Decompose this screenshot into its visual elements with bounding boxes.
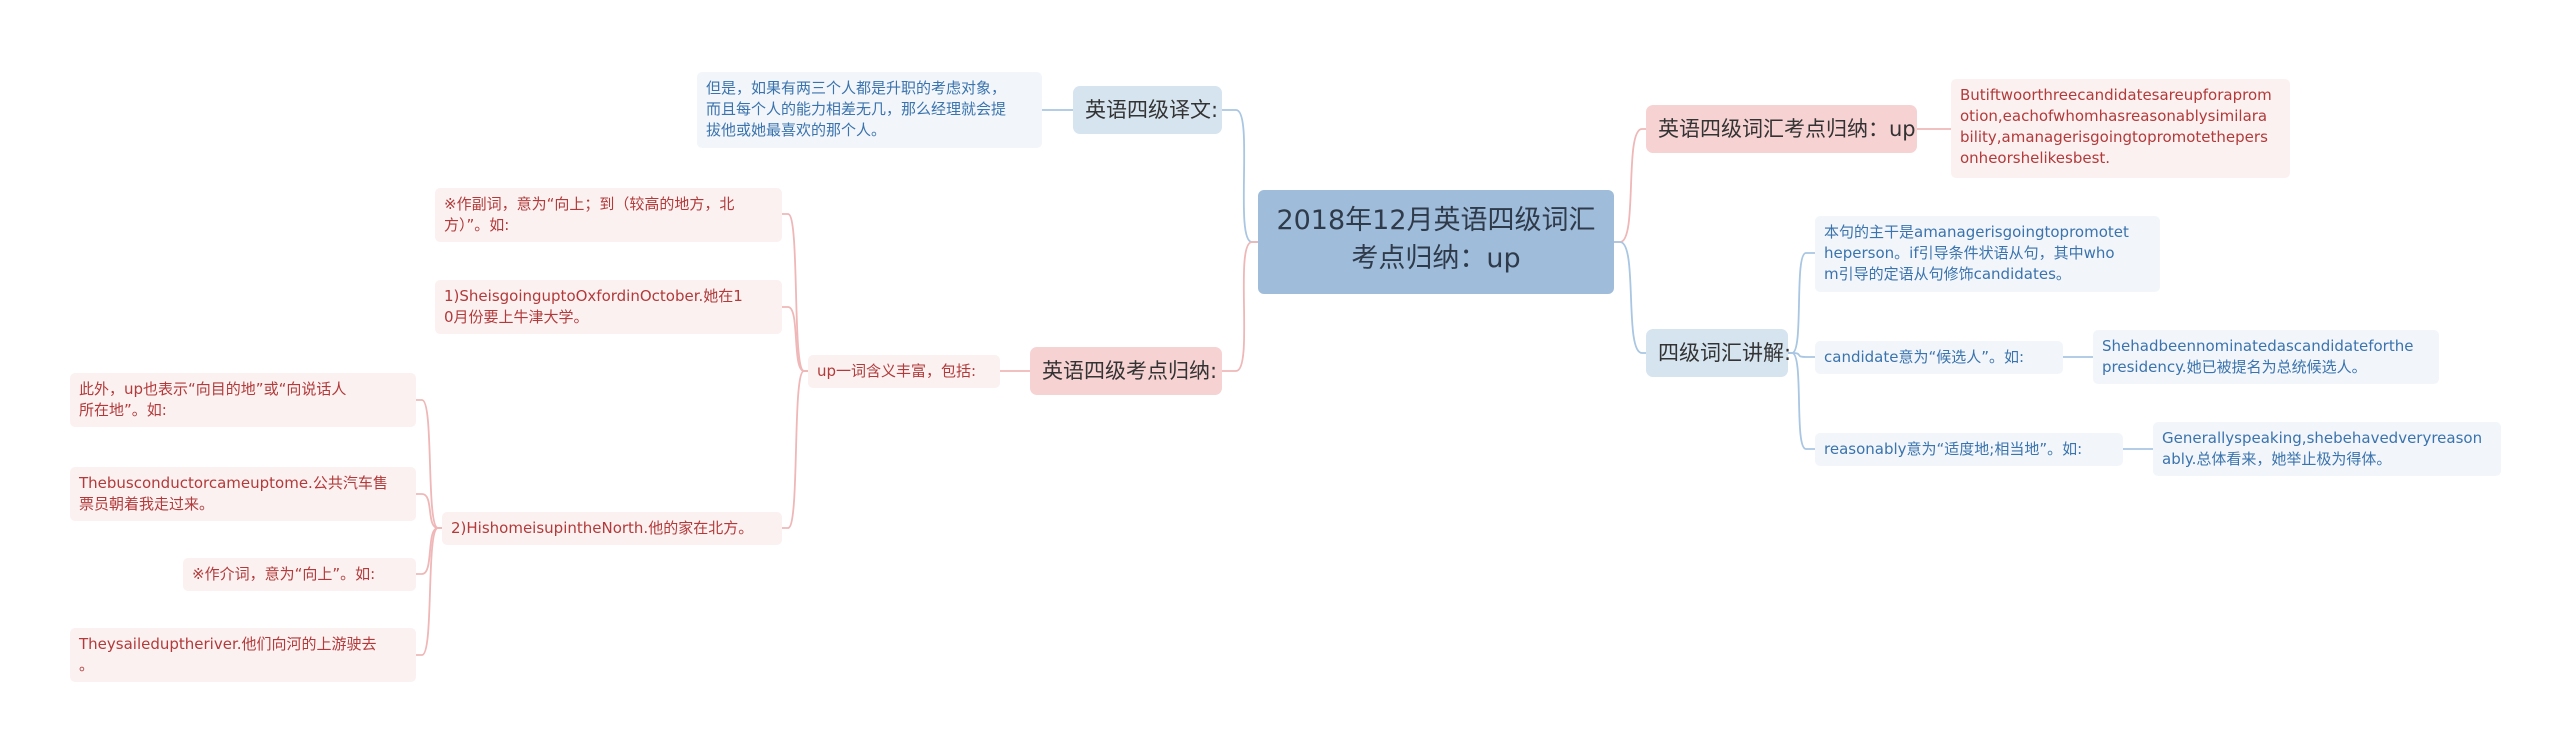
link-intro-ex1 [782, 306, 808, 372]
link-root-kaodian [1222, 241, 1258, 372]
destination-meaning[interactable]: 此外，up也表示“向目的地”或“向说话人 所在地”。如: [70, 373, 416, 427]
branch-jiangjie[interactable]: 四级词汇讲解: [1646, 329, 1791, 377]
link-jiangjie-reasonably [1788, 352, 1815, 450]
cihui-text[interactable]: Butiftwoorthreecandidatesareupforaprom o… [1951, 79, 2290, 178]
reasonably-meaning[interactable]: reasonably意为“适度地;相当地”。如: [1815, 433, 2123, 466]
link-ex2-prep [416, 527, 442, 575]
kaodian-intro[interactable]: up一词含义丰富，包括: [808, 355, 1000, 388]
preposition-definition[interactable]: ※作介词，意为“向上”。如: [183, 558, 416, 591]
sentence-structure-note[interactable]: 本句的主干是amanagerisgoingtopromotet heperson… [1815, 216, 2160, 292]
link-root-jiangjie [1614, 241, 1646, 354]
example-north[interactable]: 2)HishomeisupintheNorth.他的家在北方。 [442, 512, 782, 545]
yiwen-text[interactable]: 但是，如果有两三个人都是升职的考虑对象， 而且每个人的能力相差无几，那么经理就会… [697, 72, 1042, 148]
root-topic[interactable]: 2018年12月英语四级词汇 考点归纳：up [1258, 190, 1614, 294]
example-river[interactable]: Theysaileduptheriver.他们向河的上游驶去 。 [70, 628, 416, 682]
link-root-yiwen [1222, 109, 1258, 243]
example-oxford[interactable]: 1)SheisgoinguptoOxfordinOctober.她在1 0月份要… [435, 280, 782, 334]
link-jiangjie-subject [1788, 252, 1815, 354]
link-root-cihui [1614, 128, 1646, 243]
link-intro-ex2 [782, 370, 808, 529]
reasonably-example[interactable]: Generallyspeaking,shebehavedveryreason a… [2153, 422, 2501, 476]
adverb-definition[interactable]: ※作副词，意为“向上；到（较高的地方，北 方）”。如: [435, 188, 782, 242]
example-bus-conductor[interactable]: Thebusconductorcameuptome.公共汽车售 票员朝着我走过来… [70, 467, 416, 521]
link-ex2-dest [416, 399, 442, 529]
branch-cihui[interactable]: 英语四级词汇考点归纳：up [1646, 105, 1917, 153]
candidate-example[interactable]: Shehadbeennominatedascandidateforthe pre… [2093, 330, 2439, 384]
branch-kaodian[interactable]: 英语四级考点归纳: [1030, 347, 1222, 395]
link-ex2-river [416, 527, 442, 656]
candidate-meaning[interactable]: candidate意为“候选人”。如: [1815, 341, 2063, 374]
branch-yiwen[interactable]: 英语四级译文: [1073, 86, 1222, 134]
link-intro-adv [782, 213, 808, 372]
link-ex2-bus [416, 493, 442, 529]
